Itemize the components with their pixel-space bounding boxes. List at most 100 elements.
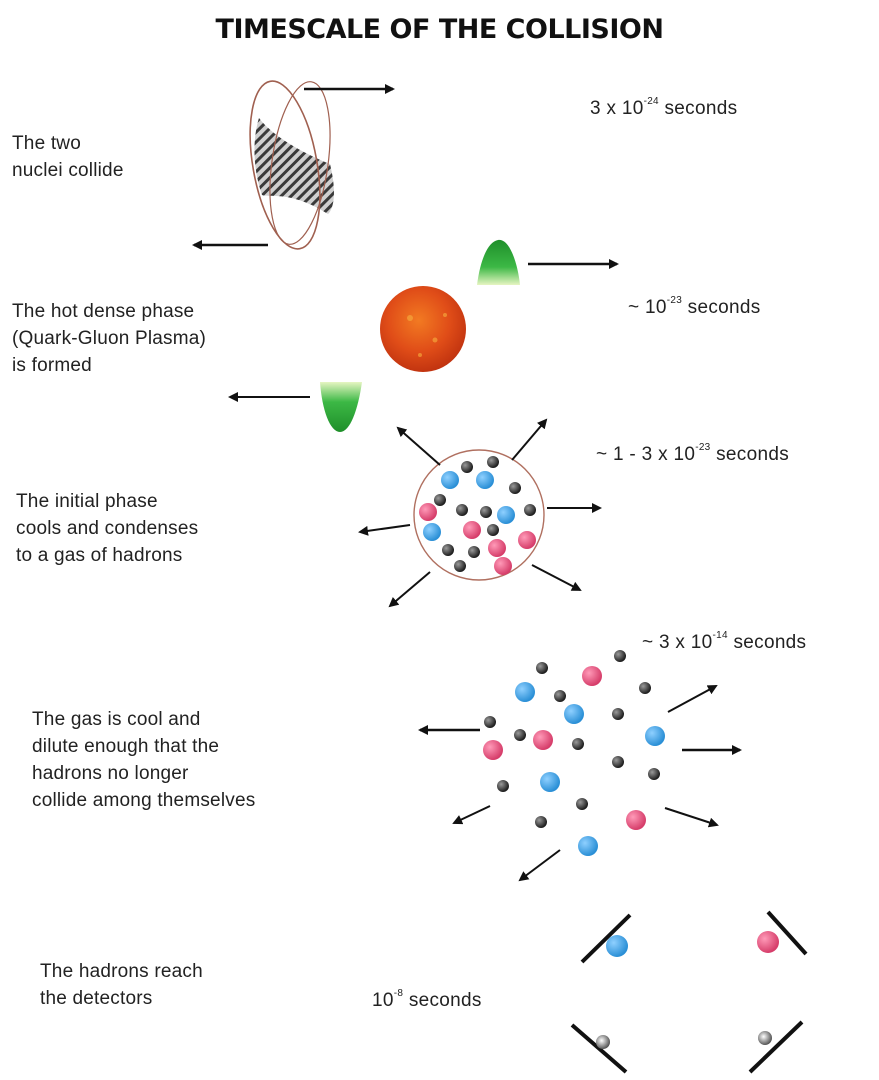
- stage-1-time-base: 3 x 10: [590, 98, 644, 119]
- hadron-dark: [497, 780, 509, 792]
- plasma-fireball: [380, 286, 466, 372]
- hadron-dark: [648, 768, 660, 780]
- detectors: [570, 910, 808, 1074]
- hadron-red: [582, 666, 602, 686]
- hadron-gas-boundary: [413, 449, 545, 581]
- hadron-blue: [476, 471, 494, 489]
- hadron-blue: [578, 836, 598, 856]
- stage-3-time-base: ~ 1 - 3 x 10: [596, 444, 696, 465]
- stage-1-time-unit: seconds: [658, 98, 738, 119]
- arrow-icon: [511, 418, 548, 461]
- plasma-speck: [443, 313, 447, 317]
- hadron-dark: [524, 504, 536, 516]
- hadron-dark: [536, 662, 548, 674]
- hadron-red: [483, 740, 503, 760]
- plasma-speck: [418, 353, 422, 357]
- stage-2-time: ~ 10-23 seconds: [628, 294, 761, 319]
- nuclei-overlap-region: [254, 118, 334, 214]
- hadron-red: [626, 810, 646, 830]
- arrow-icon: [518, 849, 561, 882]
- hadron-dark: [487, 524, 499, 536]
- hadron-dark: [480, 506, 492, 518]
- hadron-dark: [576, 798, 588, 810]
- stage-4-time: ~ 3 x 10-14 seconds: [642, 629, 807, 654]
- hadron-dark: [572, 738, 584, 750]
- nucleus-ring-right: [269, 81, 331, 245]
- detector-plate: [580, 913, 632, 964]
- plasma-speck: [407, 315, 413, 321]
- dilute-hadron-gas: [418, 650, 742, 882]
- hadron-dark: [614, 650, 626, 662]
- stage-4-time-unit: seconds: [727, 632, 807, 653]
- hadron-blue: [606, 935, 628, 957]
- arrow-icon: [531, 564, 582, 591]
- quark-gluon-plasma: [228, 239, 619, 432]
- stage-3-time: ~ 1 - 3 x 10-23 seconds: [596, 441, 789, 466]
- hadron-blue: [515, 682, 535, 702]
- stage-3-time-exponent: -23: [695, 441, 711, 453]
- stage-5-time-exponent: -8: [393, 987, 404, 999]
- hadron-red: [518, 531, 536, 549]
- hadron-red: [533, 730, 553, 750]
- hadron-red: [488, 539, 506, 557]
- arrow-icon: [396, 426, 441, 466]
- hadron-red: [419, 503, 437, 521]
- stage-3-description: The initial phase cools and condenses to…: [16, 491, 199, 566]
- hadron-dark: [442, 544, 454, 556]
- detector-plate: [570, 1023, 628, 1074]
- hadron-dark: [456, 504, 468, 516]
- hadron-dark: [639, 682, 651, 694]
- hadron-dark: [468, 546, 480, 558]
- hadron-dark: [612, 708, 624, 720]
- hadron-blue: [497, 506, 515, 524]
- hadron-red: [757, 931, 779, 953]
- hadron-dark: [484, 716, 496, 728]
- hadron-dark: [454, 560, 466, 572]
- stage-5-description: The hadrons reach the detectors: [40, 961, 203, 1009]
- plasma-speck: [432, 337, 438, 343]
- stage-4-description: The gas is cool and dilute enough that t…: [32, 709, 256, 811]
- arrow-icon: [358, 524, 411, 536]
- condensing-hadron-gas: [358, 418, 602, 608]
- hadron-grey: [758, 1031, 772, 1045]
- stage-1-time-exponent: -24: [643, 95, 659, 107]
- hadron-blue: [564, 704, 584, 724]
- stage-5-time-unit: seconds: [403, 990, 482, 1011]
- hadron-dark: [514, 729, 526, 741]
- arrow-icon: [388, 571, 431, 608]
- hadron-red: [494, 557, 512, 575]
- stage-4-time-exponent: -14: [712, 629, 728, 641]
- hadron-dark: [612, 756, 624, 768]
- hadron-blue: [423, 523, 441, 541]
- stage-1-description: The two nuclei collide: [12, 133, 124, 181]
- stage-2-time-unit: seconds: [682, 297, 761, 318]
- hadron-dark: [535, 816, 547, 828]
- hadron-blue: [645, 726, 665, 746]
- stage-1-time: 3 x 10-24 seconds: [590, 95, 738, 120]
- hadron-red: [463, 521, 481, 539]
- stage-2-time-base: ~ 10: [628, 297, 667, 318]
- arrow-icon: [452, 805, 491, 825]
- hadron-dark: [461, 461, 473, 473]
- detector-plate: [748, 1020, 804, 1074]
- stage-5-time-base: 10: [372, 990, 394, 1011]
- hadron-grey: [596, 1035, 610, 1049]
- colliding-nuclei: [192, 80, 395, 250]
- stage-3-time-unit: seconds: [710, 444, 789, 465]
- hadron-blue: [441, 471, 459, 489]
- hadron-dark: [487, 456, 499, 468]
- stage-4-time-base: ~ 3 x 10: [642, 632, 713, 653]
- stage-5-time: 10-8 seconds: [372, 987, 482, 1012]
- stage-2-time-exponent: -23: [666, 294, 683, 306]
- hadron-dark: [554, 690, 566, 702]
- detector-plate: [766, 910, 808, 956]
- nucleus-ring-left: [249, 80, 321, 250]
- hadron-dark: [434, 494, 446, 506]
- receding-nucleus-bottom: [320, 382, 362, 432]
- page-title: TIMESCALE OF THE COLLISION: [215, 14, 664, 45]
- arrow-icon: [667, 685, 718, 713]
- stage-2-description: The hot dense phase (Quark-Gluon Plasma)…: [12, 301, 207, 376]
- arrow-icon: [664, 807, 719, 828]
- receding-nucleus-top: [477, 239, 520, 285]
